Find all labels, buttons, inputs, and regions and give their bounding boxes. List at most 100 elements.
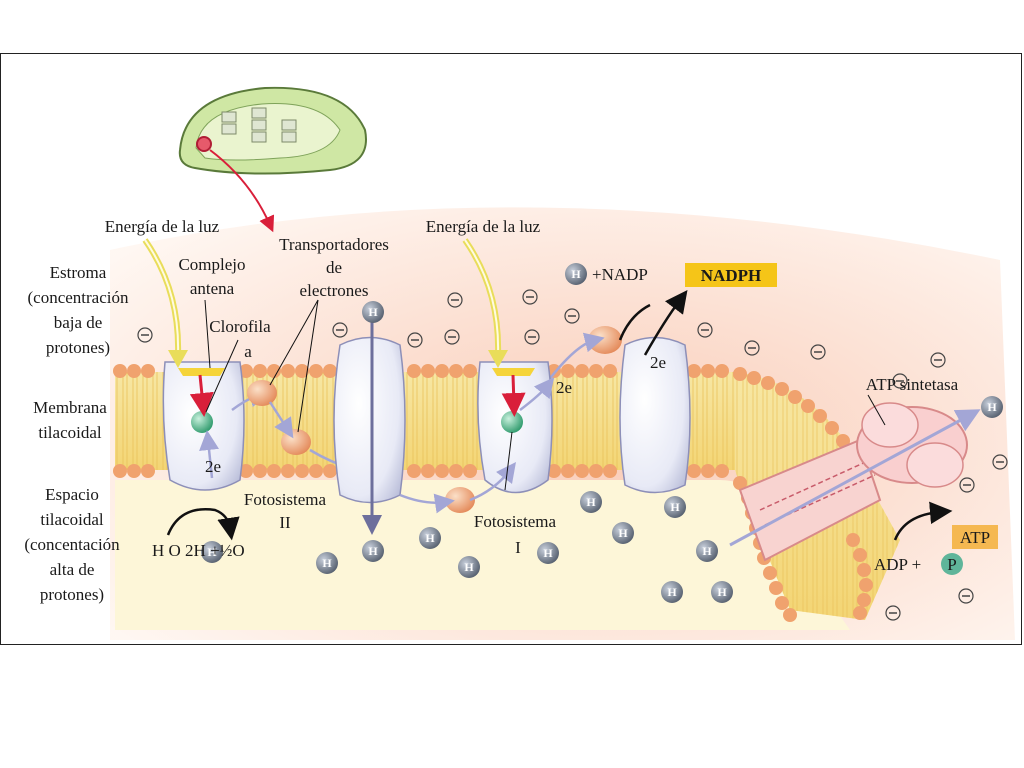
minus-icon <box>958 588 974 604</box>
lipid-head <box>846 533 860 547</box>
photosystem-i <box>469 361 555 502</box>
lipid-head <box>853 606 867 620</box>
photosystem-ii <box>162 361 270 491</box>
lipid-head <box>267 364 281 378</box>
lipid-head <box>715 364 729 378</box>
lipid-head <box>323 364 337 378</box>
lipid-head <box>825 421 839 435</box>
lipid-head <box>763 566 777 580</box>
minus-icon <box>992 454 1008 470</box>
lipid-head <box>309 464 323 478</box>
diagram-frame <box>0 53 1022 645</box>
svg-text:H: H <box>368 305 378 319</box>
svg-text:H: H <box>543 546 553 560</box>
nadph-highlight <box>685 263 777 287</box>
svg-text:baja de: baja de <box>54 313 103 332</box>
proton-icon: H <box>316 552 338 574</box>
minus-icon <box>885 605 901 621</box>
photosystem-i-label: Fotosistema I <box>474 512 557 557</box>
lipid-head <box>309 364 323 378</box>
chlorophyll-label: Clorofila a <box>209 317 271 361</box>
lipid-head <box>295 364 309 378</box>
svg-text:antena: antena <box>190 279 235 298</box>
lipid-head <box>295 464 309 478</box>
lipid-head <box>421 364 435 378</box>
lipid-head <box>547 464 561 478</box>
svg-text:protones): protones) <box>46 338 110 357</box>
lipid-head <box>421 464 435 478</box>
lipid-head <box>813 409 827 423</box>
svg-text:H: H <box>586 495 596 509</box>
svg-text:Transportadores: Transportadores <box>279 235 389 254</box>
two-electrons-label-1: 2e <box>205 457 221 476</box>
lipid-head <box>715 464 729 478</box>
lipid-head <box>267 464 281 478</box>
svg-text:H: H <box>464 560 474 574</box>
svg-text:(concentración: (concentración <box>28 288 129 307</box>
membrane-label: Membrana tilacoidal <box>33 398 107 442</box>
lipid-head <box>761 376 775 390</box>
proton-icon: H <box>696 540 718 562</box>
minus-icon <box>959 477 975 493</box>
minus-icon <box>444 329 460 345</box>
lipid-head <box>788 390 802 404</box>
lipid-head <box>603 464 617 478</box>
lipid-head <box>449 364 463 378</box>
proton-icon: H <box>612 522 634 544</box>
lipid-head <box>239 364 253 378</box>
nadp-reductase <box>618 289 691 494</box>
stroma-label: Estroma (concentración baja de protones) <box>28 263 129 357</box>
svg-text:Fotosistema: Fotosistema <box>474 512 557 531</box>
leader-lines <box>204 299 886 491</box>
lipid-head <box>589 464 603 478</box>
lipid-head <box>857 563 871 577</box>
lipid-head <box>435 464 449 478</box>
proton-icon: H <box>419 527 441 549</box>
svg-text:H: H <box>368 544 378 558</box>
phosphate-label: P <box>947 555 956 574</box>
minus-icon <box>447 292 463 308</box>
atp-label: ATP <box>960 528 990 547</box>
minus-icon <box>137 327 153 343</box>
proton-icon: H <box>580 491 602 513</box>
svg-text:H: H <box>717 585 727 599</box>
minus-icon <box>522 289 538 305</box>
proton-icon: H <box>981 396 1003 418</box>
svg-text:tilacoidal: tilacoidal <box>38 423 102 442</box>
lipid-head <box>575 364 589 378</box>
lipid-head <box>836 434 850 448</box>
minus-icon <box>524 329 540 345</box>
light-energy-label-2: Energía de la luz <box>426 217 541 236</box>
light-energy-label-1: Energía de la luz <box>105 217 220 236</box>
proton-icon: H <box>537 542 559 564</box>
proton-icon: H <box>711 581 733 603</box>
svg-text:H: H <box>670 500 680 514</box>
lipid-head <box>113 464 127 478</box>
adp-label: ADP + <box>874 555 921 574</box>
minus-icon <box>407 332 423 348</box>
proton-icon: H <box>565 263 587 285</box>
lipid-head <box>857 593 871 607</box>
two-electrons-label-3: 2e <box>650 353 666 372</box>
lipid-head <box>561 364 575 378</box>
lipid-head <box>407 364 421 378</box>
atp-synthase-label: ATP sintetasa <box>866 375 959 394</box>
lipid-head <box>733 476 747 490</box>
proton-icon: H <box>664 496 686 518</box>
water-split-label: H O 2H +½O <box>152 541 245 560</box>
lipid-head <box>603 364 617 378</box>
proton-icon: H <box>458 556 480 578</box>
lipid-head <box>449 464 463 478</box>
electron-transporters-label: Transportadores de electrones <box>279 235 389 300</box>
lipid-head <box>561 464 575 478</box>
proton-icon: H <box>362 301 384 323</box>
svg-text:Complejo: Complejo <box>178 255 245 274</box>
minus-icon <box>930 352 946 368</box>
lipid-head <box>853 548 867 562</box>
minus-icon <box>810 344 826 360</box>
lipid-head <box>407 464 421 478</box>
proton-icon: H <box>661 581 683 603</box>
svg-text:H: H <box>322 556 332 570</box>
lipid-head <box>141 464 155 478</box>
